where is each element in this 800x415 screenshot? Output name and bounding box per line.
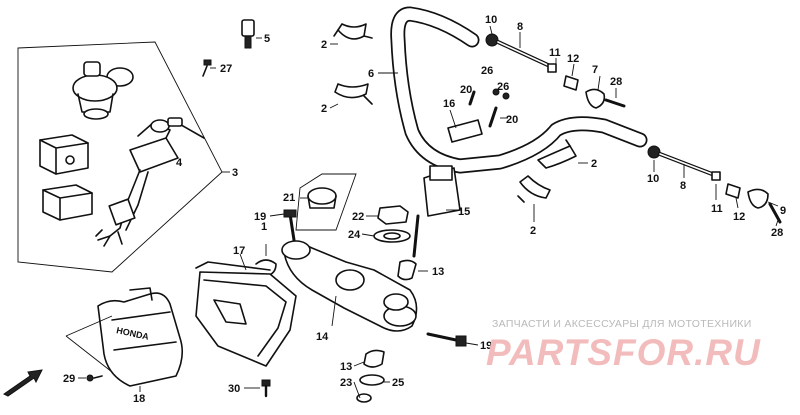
callout-4: 4 [176, 157, 183, 169]
callout-30: 30 [228, 383, 240, 395]
stem-nut-group [295, 173, 411, 243]
callout-10-a: 10 [485, 14, 497, 26]
callout-29: 29 [63, 373, 75, 385]
callout-13-b: 13 [340, 361, 352, 373]
callout-2-c: 2 [591, 158, 597, 170]
callout-8-b: 8 [680, 180, 686, 192]
ignition-switch-assembly-group [17, 41, 230, 273]
meter-cover-part [195, 253, 297, 367]
callout-24: 24 [348, 229, 361, 241]
callout-leaders [78, 58, 779, 399]
callout-26-b: 26 [497, 81, 509, 93]
callout-11-a: 11 [549, 47, 561, 59]
callout-7: 7 [592, 64, 598, 76]
callout-1: 1 [261, 221, 267, 233]
bar-end-lower-parts [647, 145, 782, 224]
watermark-caption: ЗАПЧАСТИ И АКСЕССУАРЫ ДЛЯ МОТОТЕХНИКИ [492, 318, 752, 330]
callout-20-a: 20 [460, 84, 472, 96]
top-bridge-part [281, 209, 418, 332]
bar-end-upper-parts [485, 25, 626, 109]
screw-29-30-parts [86, 374, 271, 398]
key-part [241, 19, 262, 49]
callout-12-b: 12 [733, 211, 745, 223]
callout-labels: 1 2 2 2 2 3 4 5 6 7 8 8 9 10 10 11 11 12… [63, 14, 786, 405]
callout-20-b: 20 [506, 114, 518, 126]
callout-15: 15 [458, 206, 470, 218]
callout-19-a: 19 [254, 211, 266, 223]
callout-27: 27 [220, 63, 232, 75]
callout-28-b: 28 [771, 227, 783, 239]
callout-10-b: 10 [647, 173, 659, 185]
callout-26-a: 26 [481, 65, 493, 77]
callout-11-b: 11 [711, 203, 723, 215]
nameplate-panel-part: HONDA [65, 287, 184, 392]
callout-16: 16 [443, 98, 455, 110]
callout-2-b: 2 [321, 103, 327, 115]
callout-12-a: 12 [567, 53, 579, 65]
callout-19-b: 19 [480, 340, 492, 352]
callout-5: 5 [264, 33, 270, 45]
callout-21: 21 [283, 192, 295, 204]
callout-23: 23 [340, 377, 352, 389]
clip-part [255, 244, 277, 277]
callout-25: 25 [392, 377, 404, 389]
callout-28-a: 28 [610, 76, 622, 88]
front-arrow-icon [3, 369, 43, 397]
rubber-bush-parts [356, 259, 467, 403]
callout-17: 17 [233, 245, 245, 257]
wire-clamp-parts [329, 23, 588, 222]
callout-14: 14 [316, 331, 329, 343]
callout-13-a: 13 [432, 266, 444, 278]
steering-stem-part [412, 165, 461, 258]
callout-18: 18 [133, 393, 145, 405]
handlebar-holder-parts [447, 88, 510, 143]
watermark-logo: PARTSFOR.RU [486, 332, 761, 373]
callout-2-d: 2 [530, 225, 536, 237]
callout-2-a: 2 [321, 39, 327, 51]
callout-9: 9 [780, 205, 786, 217]
handlebar-part [378, 6, 648, 174]
screw-27-part [202, 59, 216, 77]
callout-6: 6 [368, 68, 374, 80]
callout-3: 3 [232, 167, 238, 179]
callout-22: 22 [352, 211, 364, 223]
callout-8-a: 8 [517, 21, 523, 33]
